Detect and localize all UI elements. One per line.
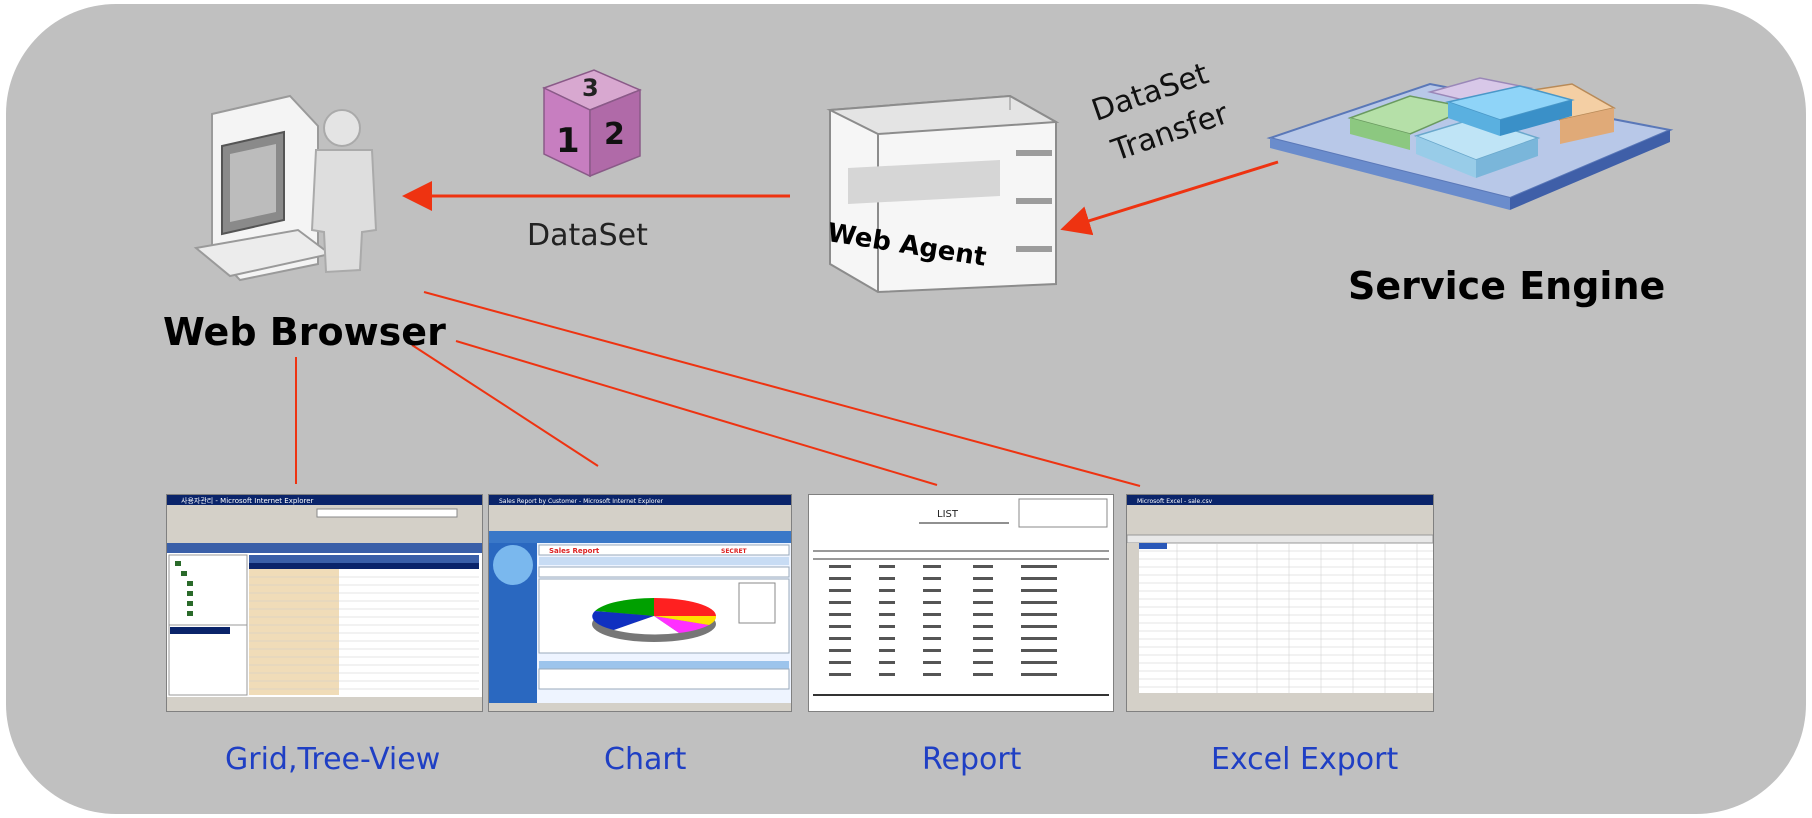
- computer-user-icon: [193, 94, 378, 282]
- link-report: [455, 340, 938, 486]
- caption-chart: Chart: [604, 742, 687, 777]
- svg-text:2: 2: [604, 117, 625, 152]
- link-chart: [411, 344, 599, 467]
- caption-report: Report: [922, 742, 1022, 777]
- excel-export-screenshot: Microsoft Excel - sale.csv: [1126, 494, 1434, 712]
- excel-screenshot-content: Microsoft Excel - sale.csv: [1127, 495, 1433, 711]
- dataset-cube-icon: 3 1 2: [542, 69, 642, 178]
- report-screenshot-content: LIST: [813, 498, 1109, 696]
- grid-treeview-screenshot: 사용자관리 - Microsoft Internet Explorer: [166, 494, 483, 712]
- link-excel: [423, 291, 1141, 487]
- server-icon: [826, 94, 1060, 294]
- chart-screenshot-content: Sales Report by Customer - Microsoft Int…: [489, 495, 791, 711]
- caption-excel-export: Excel Export: [1211, 742, 1399, 777]
- chart-report-heading: Sales Report: [549, 547, 600, 555]
- report-screenshot: LIST: [808, 494, 1114, 712]
- report-title: LIST: [937, 509, 959, 520]
- transfer-arrow: [1060, 160, 1279, 236]
- chart-screenshot: Sales Report by Customer - Microsoft Int…: [488, 494, 792, 712]
- excel-window-title: Microsoft Excel - sale.csv: [1137, 498, 1213, 505]
- web-browser-label: Web Browser: [163, 310, 446, 354]
- dataset-label: DataSet: [527, 218, 648, 253]
- pie-chart-icon: [592, 598, 717, 642]
- chart-window-title: Sales Report by Customer - Microsoft Int…: [499, 498, 664, 505]
- svg-text:3: 3: [582, 74, 599, 102]
- chart-secret-badge: SECRET: [721, 548, 748, 555]
- grid-window-title: 사용자관리 - Microsoft Internet Explorer: [181, 496, 314, 505]
- caption-grid-treeview: Grid,Tree-View: [225, 742, 441, 777]
- grid-screenshot-content: 사용자관리 - Microsoft Internet Explorer: [167, 495, 482, 711]
- svg-text:1: 1: [556, 121, 580, 161]
- service-engine-icon: [1266, 77, 1674, 210]
- service-engine-label: Service Engine: [1348, 264, 1666, 308]
